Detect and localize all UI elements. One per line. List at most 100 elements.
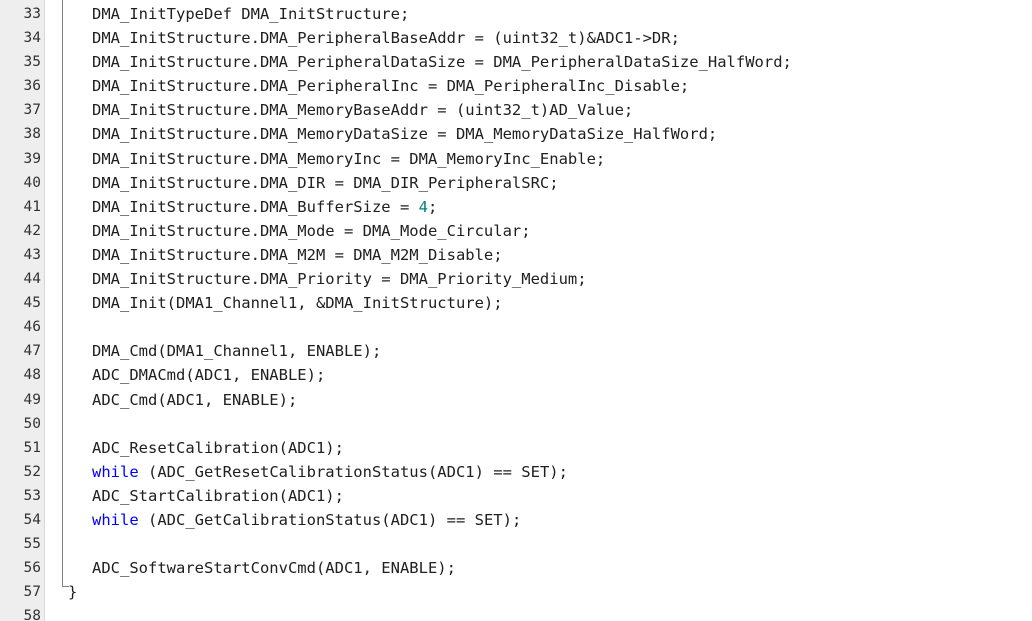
code-text[interactable]: DMA_InitStructure.DMA_DIR = DMA_DIR_Peri… <box>92 171 559 195</box>
line-number: 58 <box>23 608 41 621</box>
line-number: 42 <box>23 222 41 239</box>
code-token: DMA_InitStructure.DMA_M2M = DMA_M2M_Disa… <box>92 245 503 264</box>
code-text[interactable]: DMA_InitStructure.DMA_Mode = DMA_Mode_Ci… <box>92 219 531 243</box>
code-token: ADC_ResetCalibration(ADC1); <box>92 438 344 457</box>
code-token: DMA_InitStructure.DMA_DIR = DMA_DIR_Peri… <box>92 173 559 192</box>
code-line[interactable]: 43 DMA_InitStructure.DMA_M2M = DMA_M2M_Di… <box>0 243 1032 267</box>
code-line[interactable]: 56 ADC_SoftwareStartConvCmd(ADC1, ENABLE)… <box>0 556 1032 580</box>
code-text[interactable]: DMA_Init(DMA1_Channel1, &DMA_InitStructu… <box>92 291 503 315</box>
line-number: 48 <box>23 367 41 384</box>
code-token: DMA_Cmd(DMA1_Channel1, ENABLE); <box>92 342 382 361</box>
code-token: DMA_Init(DMA1_Channel1, &DMA_InitStructu… <box>92 294 503 313</box>
code-line[interactable]: 57} <box>0 580 1032 604</box>
code-token: ; <box>427 197 438 216</box>
code-token: DMA_InitStructure.DMA_MemoryBaseAddr = (… <box>92 101 634 120</box>
code-line[interactable]: 40 DMA_InitStructure.DMA_DIR = DMA_DIR_Pe… <box>0 171 1032 195</box>
code-line[interactable]: 45 DMA_Init(DMA1_Channel1, &DMA_InitStruc… <box>0 291 1032 315</box>
code-line[interactable]: 41 DMA_InitStructure.DMA_BufferSize = 4; <box>0 195 1032 219</box>
line-number: 33 <box>23 6 41 22</box>
code-fold-end-marker <box>62 586 69 587</box>
keyword-token: while <box>92 462 139 481</box>
line-number: 34 <box>23 30 41 47</box>
code-line[interactable]: 55 <box>0 532 1032 556</box>
code-token: DMA_InitTypeDef DMA_InitStructure; <box>92 5 410 23</box>
code-line[interactable]: 54 while (ADC_GetCalibrationStatus(ADC1) … <box>0 508 1032 532</box>
code-line[interactable]: 33 DMA_InitTypeDef DMA_InitStructure; <box>0 2 1032 26</box>
code-line[interactable]: 47 DMA_Cmd(DMA1_Channel1, ENABLE); <box>0 339 1032 363</box>
line-number: 35 <box>23 54 41 71</box>
code-text[interactable]: DMA_InitStructure.DMA_MemoryBaseAddr = (… <box>92 98 633 122</box>
keyword-token: while <box>92 510 139 529</box>
code-text[interactable]: DMA_InitStructure.DMA_BufferSize = 4; <box>92 195 437 219</box>
line-number: 43 <box>23 246 41 263</box>
code-line[interactable]: 38 DMA_InitStructure.DMA_MemoryDataSize =… <box>0 122 1032 146</box>
code-text[interactable]: DMA_InitStructure.DMA_MemoryDataSize = D… <box>92 122 717 146</box>
line-number: 38 <box>23 126 41 143</box>
code-line[interactable]: 34 DMA_InitStructure.DMA_PeripheralBaseAd… <box>0 26 1032 50</box>
code-text[interactable]: DMA_InitStructure.DMA_MemoryInc = DMA_Me… <box>92 147 605 171</box>
code-text[interactable]: } <box>68 580 77 604</box>
line-number: 41 <box>23 198 41 215</box>
code-token: DMA_InitStructure.DMA_MemoryDataSize = D… <box>92 125 718 144</box>
code-text[interactable]: DMA_InitStructure.DMA_Priority = DMA_Pri… <box>92 267 587 291</box>
code-text[interactable]: DMA_InitTypeDef DMA_InitStructure; <box>92 2 409 26</box>
line-number: 56 <box>23 560 41 577</box>
code-fold-bar <box>62 0 63 586</box>
code-text[interactable]: while (ADC_GetCalibrationStatus(ADC1) ==… <box>92 508 521 532</box>
code-token: ADC_DMACmd(ADC1, ENABLE); <box>92 366 326 385</box>
line-number: 45 <box>23 295 41 312</box>
code-text[interactable]: ADC_DMACmd(ADC1, ENABLE); <box>92 363 325 387</box>
code-line[interactable]: 46 <box>0 315 1032 339</box>
code-token: DMA_InitStructure.DMA_PeripheralBaseAddr… <box>92 29 680 48</box>
code-line[interactable]: 35 DMA_InitStructure.DMA_PeripheralDataSi… <box>0 50 1032 74</box>
line-number: 52 <box>23 463 41 480</box>
code-line[interactable]: 50 <box>0 412 1032 436</box>
code-token: (ADC_GetResetCalibrationStatus(ADC1) == … <box>138 462 568 481</box>
line-number: 50 <box>23 415 41 432</box>
code-token: ADC_StartCalibration(ADC1); <box>92 486 344 505</box>
code-line[interactable]: 48 ADC_DMACmd(ADC1, ENABLE); <box>0 363 1032 387</box>
code-token: DMA_InitStructure.DMA_PeripheralDataSize… <box>92 53 792 72</box>
line-number: 51 <box>23 439 41 456</box>
code-text[interactable]: ADC_Cmd(ADC1, ENABLE); <box>92 388 297 412</box>
code-text[interactable]: DMA_InitStructure.DMA_PeripheralDataSize… <box>92 50 792 74</box>
code-line[interactable]: 52 while (ADC_GetResetCalibrationStatus(A… <box>0 460 1032 484</box>
line-number: 46 <box>23 319 41 336</box>
line-number: 53 <box>23 487 41 504</box>
code-line[interactable]: 37 DMA_InitStructure.DMA_MemoryBaseAddr =… <box>0 98 1032 122</box>
code-text[interactable]: ADC_StartCalibration(ADC1); <box>92 484 344 508</box>
code-token: ADC_SoftwareStartConvCmd(ADC1, ENABLE); <box>92 559 456 578</box>
code-text[interactable]: ADC_SoftwareStartConvCmd(ADC1, ENABLE); <box>92 556 456 580</box>
line-number: 36 <box>23 78 41 95</box>
code-line[interactable]: 51 ADC_ResetCalibration(ADC1); <box>0 436 1032 460</box>
code-line[interactable]: 42 DMA_InitStructure.DMA_Mode = DMA_Mode_… <box>0 219 1032 243</box>
code-text[interactable]: DMA_InitStructure.DMA_PeripheralInc = DM… <box>92 74 689 98</box>
code-line[interactable]: 36 DMA_InitStructure.DMA_PeripheralInc = … <box>0 74 1032 98</box>
line-number: 57 <box>23 584 41 601</box>
code-token: DMA_InitStructure.DMA_MemoryInc = DMA_Me… <box>92 149 606 168</box>
line-number: 54 <box>23 511 41 528</box>
code-text[interactable]: ADC_ResetCalibration(ADC1); <box>92 436 344 460</box>
code-token: (ADC_GetCalibrationStatus(ADC1) == SET); <box>138 510 522 529</box>
line-number: 37 <box>23 102 41 119</box>
code-text[interactable]: DMA_InitStructure.DMA_PeripheralBaseAddr… <box>92 26 680 50</box>
line-number: 40 <box>23 174 41 191</box>
code-token: DMA_InitStructure.DMA_Priority = DMA_Pri… <box>92 270 587 289</box>
code-line[interactable]: 53 ADC_StartCalibration(ADC1); <box>0 484 1032 508</box>
code-token: ADC_Cmd(ADC1, ENABLE); <box>92 390 298 409</box>
line-number-gutter <box>0 0 45 621</box>
code-text[interactable]: DMA_Cmd(DMA1_Channel1, ENABLE); <box>92 339 381 363</box>
line-number: 55 <box>23 536 41 553</box>
number-token: 4 <box>418 197 428 216</box>
code-token: } <box>68 583 78 602</box>
line-number: 47 <box>23 343 41 360</box>
code-line[interactable]: 58 <box>0 604 1032 621</box>
code-text[interactable]: while (ADC_GetResetCalibrationStatus(ADC… <box>92 460 568 484</box>
code-token: DMA_InitStructure.DMA_PeripheralInc = DM… <box>92 77 690 96</box>
code-text[interactable]: DMA_InitStructure.DMA_M2M = DMA_M2M_Disa… <box>92 243 503 267</box>
